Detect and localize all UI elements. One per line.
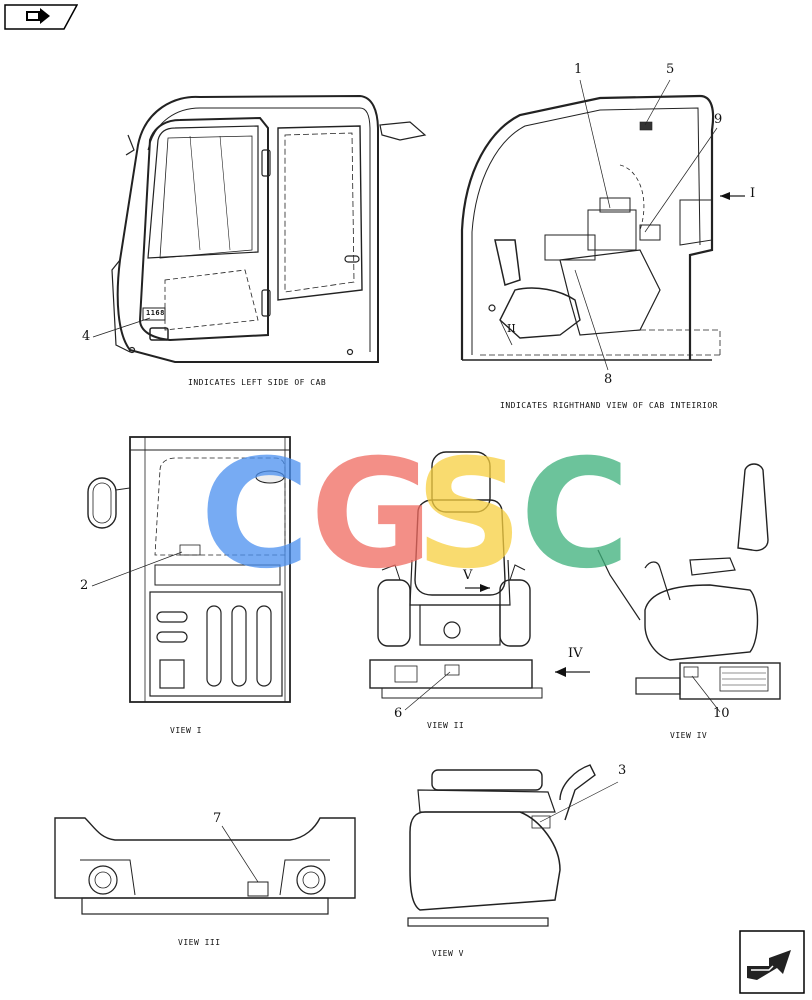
caption-view-1: VIEW I	[170, 726, 202, 735]
callout-3: 3	[618, 763, 627, 778]
watermark-letter-c2: C	[520, 428, 631, 602]
callout-1: 1	[574, 62, 583, 77]
view-3-drawing	[54, 817, 356, 915]
view-2-drawing	[369, 451, 590, 711]
caption-view-3: VIEW III	[178, 938, 221, 947]
view-5-drawing	[407, 764, 619, 927]
page-back-icon[interactable]	[4, 4, 78, 30]
watermark-letter-g: G	[310, 428, 434, 602]
caption-view-5: VIEW V	[432, 949, 464, 958]
view-marker-4: IV	[568, 646, 583, 661]
callout-5: 5	[666, 62, 675, 77]
caption-view-4: VIEW IV	[670, 731, 708, 740]
view-1-drawing	[87, 436, 291, 703]
callout-8: 8	[604, 372, 613, 387]
caption-left-side: INDICATES LEFT SIDE OF CAB	[188, 378, 327, 387]
watermark-letter-s: S	[415, 428, 524, 602]
cab-left-side-drawing	[92, 94, 427, 363]
view-marker-5: V	[463, 568, 473, 583]
caption-right-interior: INDICATES RIGHTHAND VIEW OF CAB INTEIRIO…	[500, 401, 718, 410]
next-page-arrow-icon[interactable]	[739, 930, 805, 994]
view-marker-2: II	[507, 322, 516, 335]
callout-6: 6	[394, 706, 403, 721]
decal-label: 1168	[146, 309, 165, 317]
callout-2: 2	[80, 578, 89, 593]
callout-9: 9	[714, 112, 723, 127]
cab-interior-drawing	[460, 79, 745, 371]
callout-7: 7	[213, 811, 222, 826]
view-marker-1: I	[750, 186, 756, 201]
callout-4: 4	[82, 329, 91, 344]
caption-view-2: VIEW II	[427, 721, 465, 730]
view-4-drawing	[597, 463, 781, 713]
callout-10: 10	[713, 706, 730, 721]
watermark-letter-c1: C	[200, 428, 311, 602]
